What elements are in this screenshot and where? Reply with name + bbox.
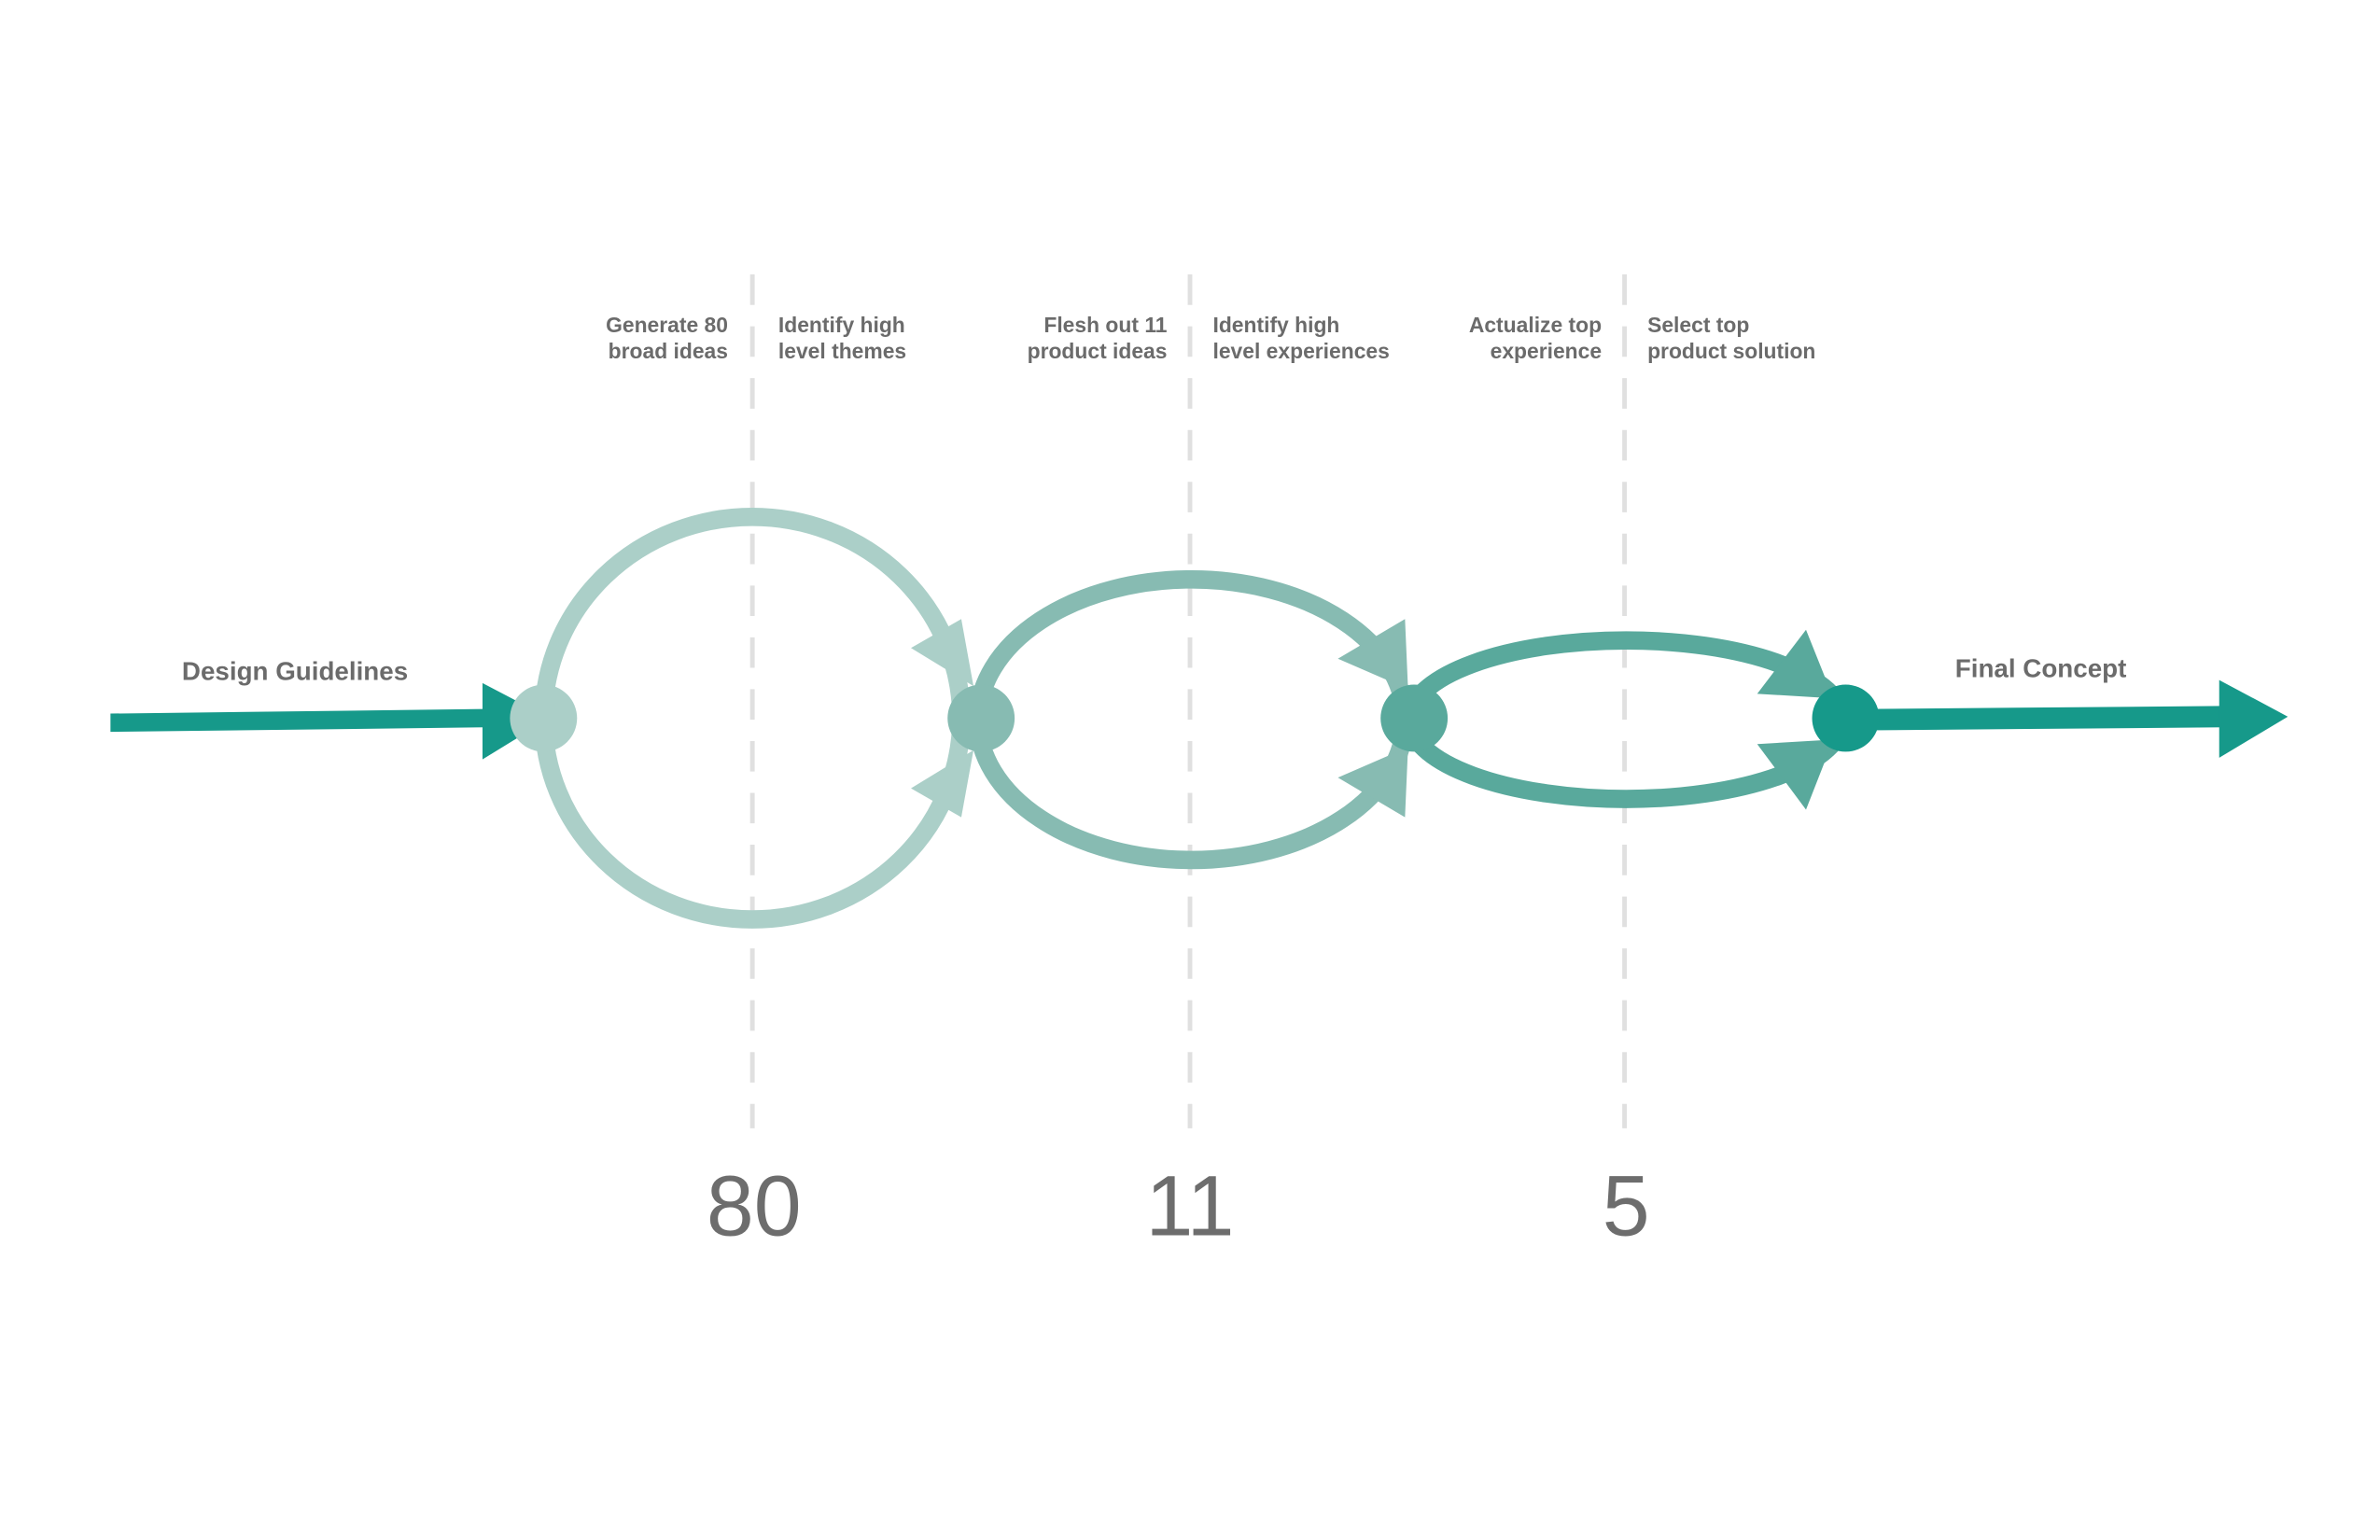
arrowhead-icon — [1757, 739, 1834, 810]
arrowhead-icon — [1337, 747, 1408, 818]
loop-stage-1 — [510, 508, 974, 929]
stage-1-labels: Generate 80 broad ideas Identify high le… — [606, 313, 906, 363]
arrowhead-icon — [1337, 619, 1408, 690]
arrowhead-icon — [1757, 629, 1834, 699]
stage-1-right-line-1: Identify high — [778, 313, 905, 337]
stage-3-left-line-1: Actualize top — [1469, 313, 1602, 337]
loop-stage-3 — [1380, 629, 1853, 810]
stage-2-left-line-1: Flesh out 11 — [1043, 313, 1167, 337]
stage-3-left-line-2: experience — [1491, 339, 1602, 363]
stage-1-count: 80 — [707, 1158, 802, 1253]
arrowhead-icon — [911, 619, 974, 687]
node-2 — [947, 684, 1015, 752]
loop-stage-2 — [947, 569, 1415, 870]
stage-3-labels: Actualize top experience Select top prod… — [1469, 313, 1816, 363]
node-1 — [510, 684, 578, 752]
stage-3-right-line-1: Select top — [1647, 313, 1749, 337]
start-label: Design Guidelines — [182, 657, 408, 686]
input-arrow — [110, 682, 550, 760]
stage-2-right-line-2: level experiences — [1213, 339, 1390, 363]
stage-3-count: 5 — [1603, 1158, 1650, 1253]
stage-1-left-line-1: Generate 80 — [606, 313, 728, 337]
stage-2-left-line-2: product ideas — [1028, 339, 1168, 363]
stage-2-labels: Flesh out 11 product ideas Identify high… — [1028, 313, 1390, 363]
stage-1-right-line-2: level themes — [778, 339, 906, 363]
node-4 — [1812, 684, 1880, 752]
arrowhead-icon — [911, 749, 974, 818]
stage-dividers — [749, 274, 1628, 1128]
stage-1-left-line-2: broad ideas — [609, 339, 728, 363]
stage-3-right-line-2: product solution — [1647, 339, 1815, 363]
end-label: Final Concept — [1955, 653, 2127, 682]
stage-2-right-line-1: Identify high — [1213, 313, 1340, 337]
stage-2-count: 11 — [1146, 1158, 1235, 1253]
output-arrow — [1812, 679, 2289, 758]
node-3 — [1380, 684, 1449, 752]
arrowhead-icon — [2219, 679, 2289, 758]
